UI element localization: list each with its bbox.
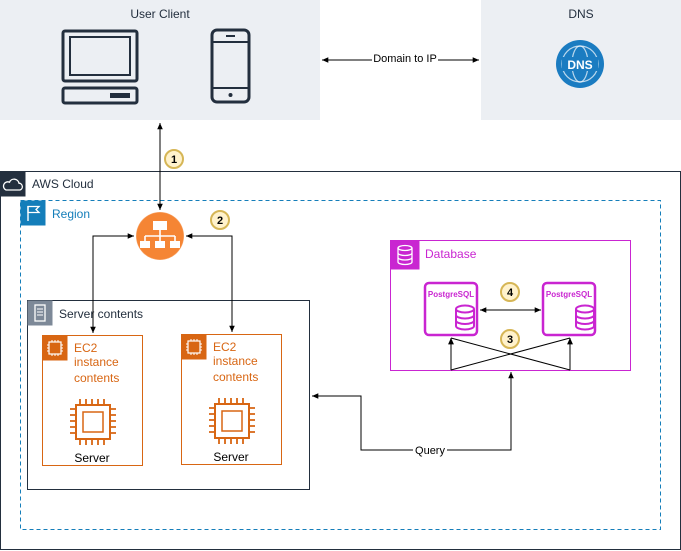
lb-to-ec2-right-edge: [186, 233, 235, 332]
ec2-right-title-line1: EC2: [213, 340, 237, 354]
region-group: Region: [20, 200, 661, 530]
cross-sync-edges: [448, 337, 573, 371]
svg-text:2: 2: [217, 215, 223, 227]
ec2-instance-left: EC2 instance contents Server: [42, 335, 143, 466]
server-chip-icon: [209, 398, 255, 444]
dns-box: DNS DNS: [481, 0, 681, 120]
step-badge-3: 3: [500, 329, 520, 349]
postgresql-db-left: PostgreSQL: [423, 281, 479, 337]
postgresql-db-right: PostgreSQL: [541, 281, 597, 337]
dns-icon-label: DNS: [567, 58, 592, 72]
svg-text:3: 3: [507, 334, 513, 346]
database-icon: [575, 304, 595, 331]
db-right-label: PostgreSQL: [546, 290, 592, 299]
ec2-right-title-line2: instance: [213, 354, 258, 368]
user-client-box: User Client: [0, 0, 320, 120]
region-title: Region: [52, 207, 90, 221]
cpu-chip-icon: [42, 335, 68, 361]
domain-to-ip-edge: Domain to IP: [322, 52, 479, 66]
database-title: Database: [425, 247, 477, 261]
dns-globe-icon: DNS: [556, 40, 604, 88]
step-badge-2: 2: [210, 210, 230, 230]
ec2-instance-right: EC2 instance contents Server: [181, 334, 282, 465]
database-icon: [390, 240, 420, 270]
database-group: Database PostgreSQL PostgreSQL: [390, 240, 631, 371]
svg-text:1: 1: [171, 154, 177, 166]
cloud-icon: [0, 171, 26, 197]
ec2-right-title-line3: contents: [213, 370, 258, 384]
server-chip-icon: [70, 399, 116, 445]
aws-cloud-title: AWS Cloud: [32, 177, 94, 191]
server-contents-title: Server contents: [59, 307, 143, 321]
domain-to-ip-label: Domain to IP: [373, 53, 437, 65]
database-icon: [455, 304, 475, 331]
mobile-phone-icon: [210, 28, 251, 104]
cpu-chip-icon: [181, 334, 207, 360]
desktop-computer-icon: [61, 29, 139, 105]
db-left-label: PostgreSQL: [428, 290, 474, 299]
server-contents-group: Server contents: [27, 300, 310, 490]
query-edge: Query: [312, 372, 514, 457]
step-badge-1: 1: [164, 149, 184, 169]
ec2-left-title-line1: EC2: [74, 341, 98, 355]
ec2-left-caption: Server: [74, 451, 109, 465]
lb-to-ec2-left-edge: [90, 233, 134, 333]
step-badge-4: 4: [500, 282, 520, 302]
query-label: Query: [415, 445, 445, 457]
server-rack-icon: [27, 300, 53, 326]
svg-text:4: 4: [507, 287, 514, 299]
dns-title: DNS: [568, 7, 593, 21]
user-client-title: User Client: [130, 7, 190, 21]
ec2-left-title-line2: instance: [74, 355, 119, 369]
load-balancer-icon: [135, 211, 185, 261]
ec2-left-title-line3: contents: [74, 371, 119, 385]
ec2-right-caption: Server: [213, 450, 248, 464]
region-flag-icon: [20, 200, 46, 226]
